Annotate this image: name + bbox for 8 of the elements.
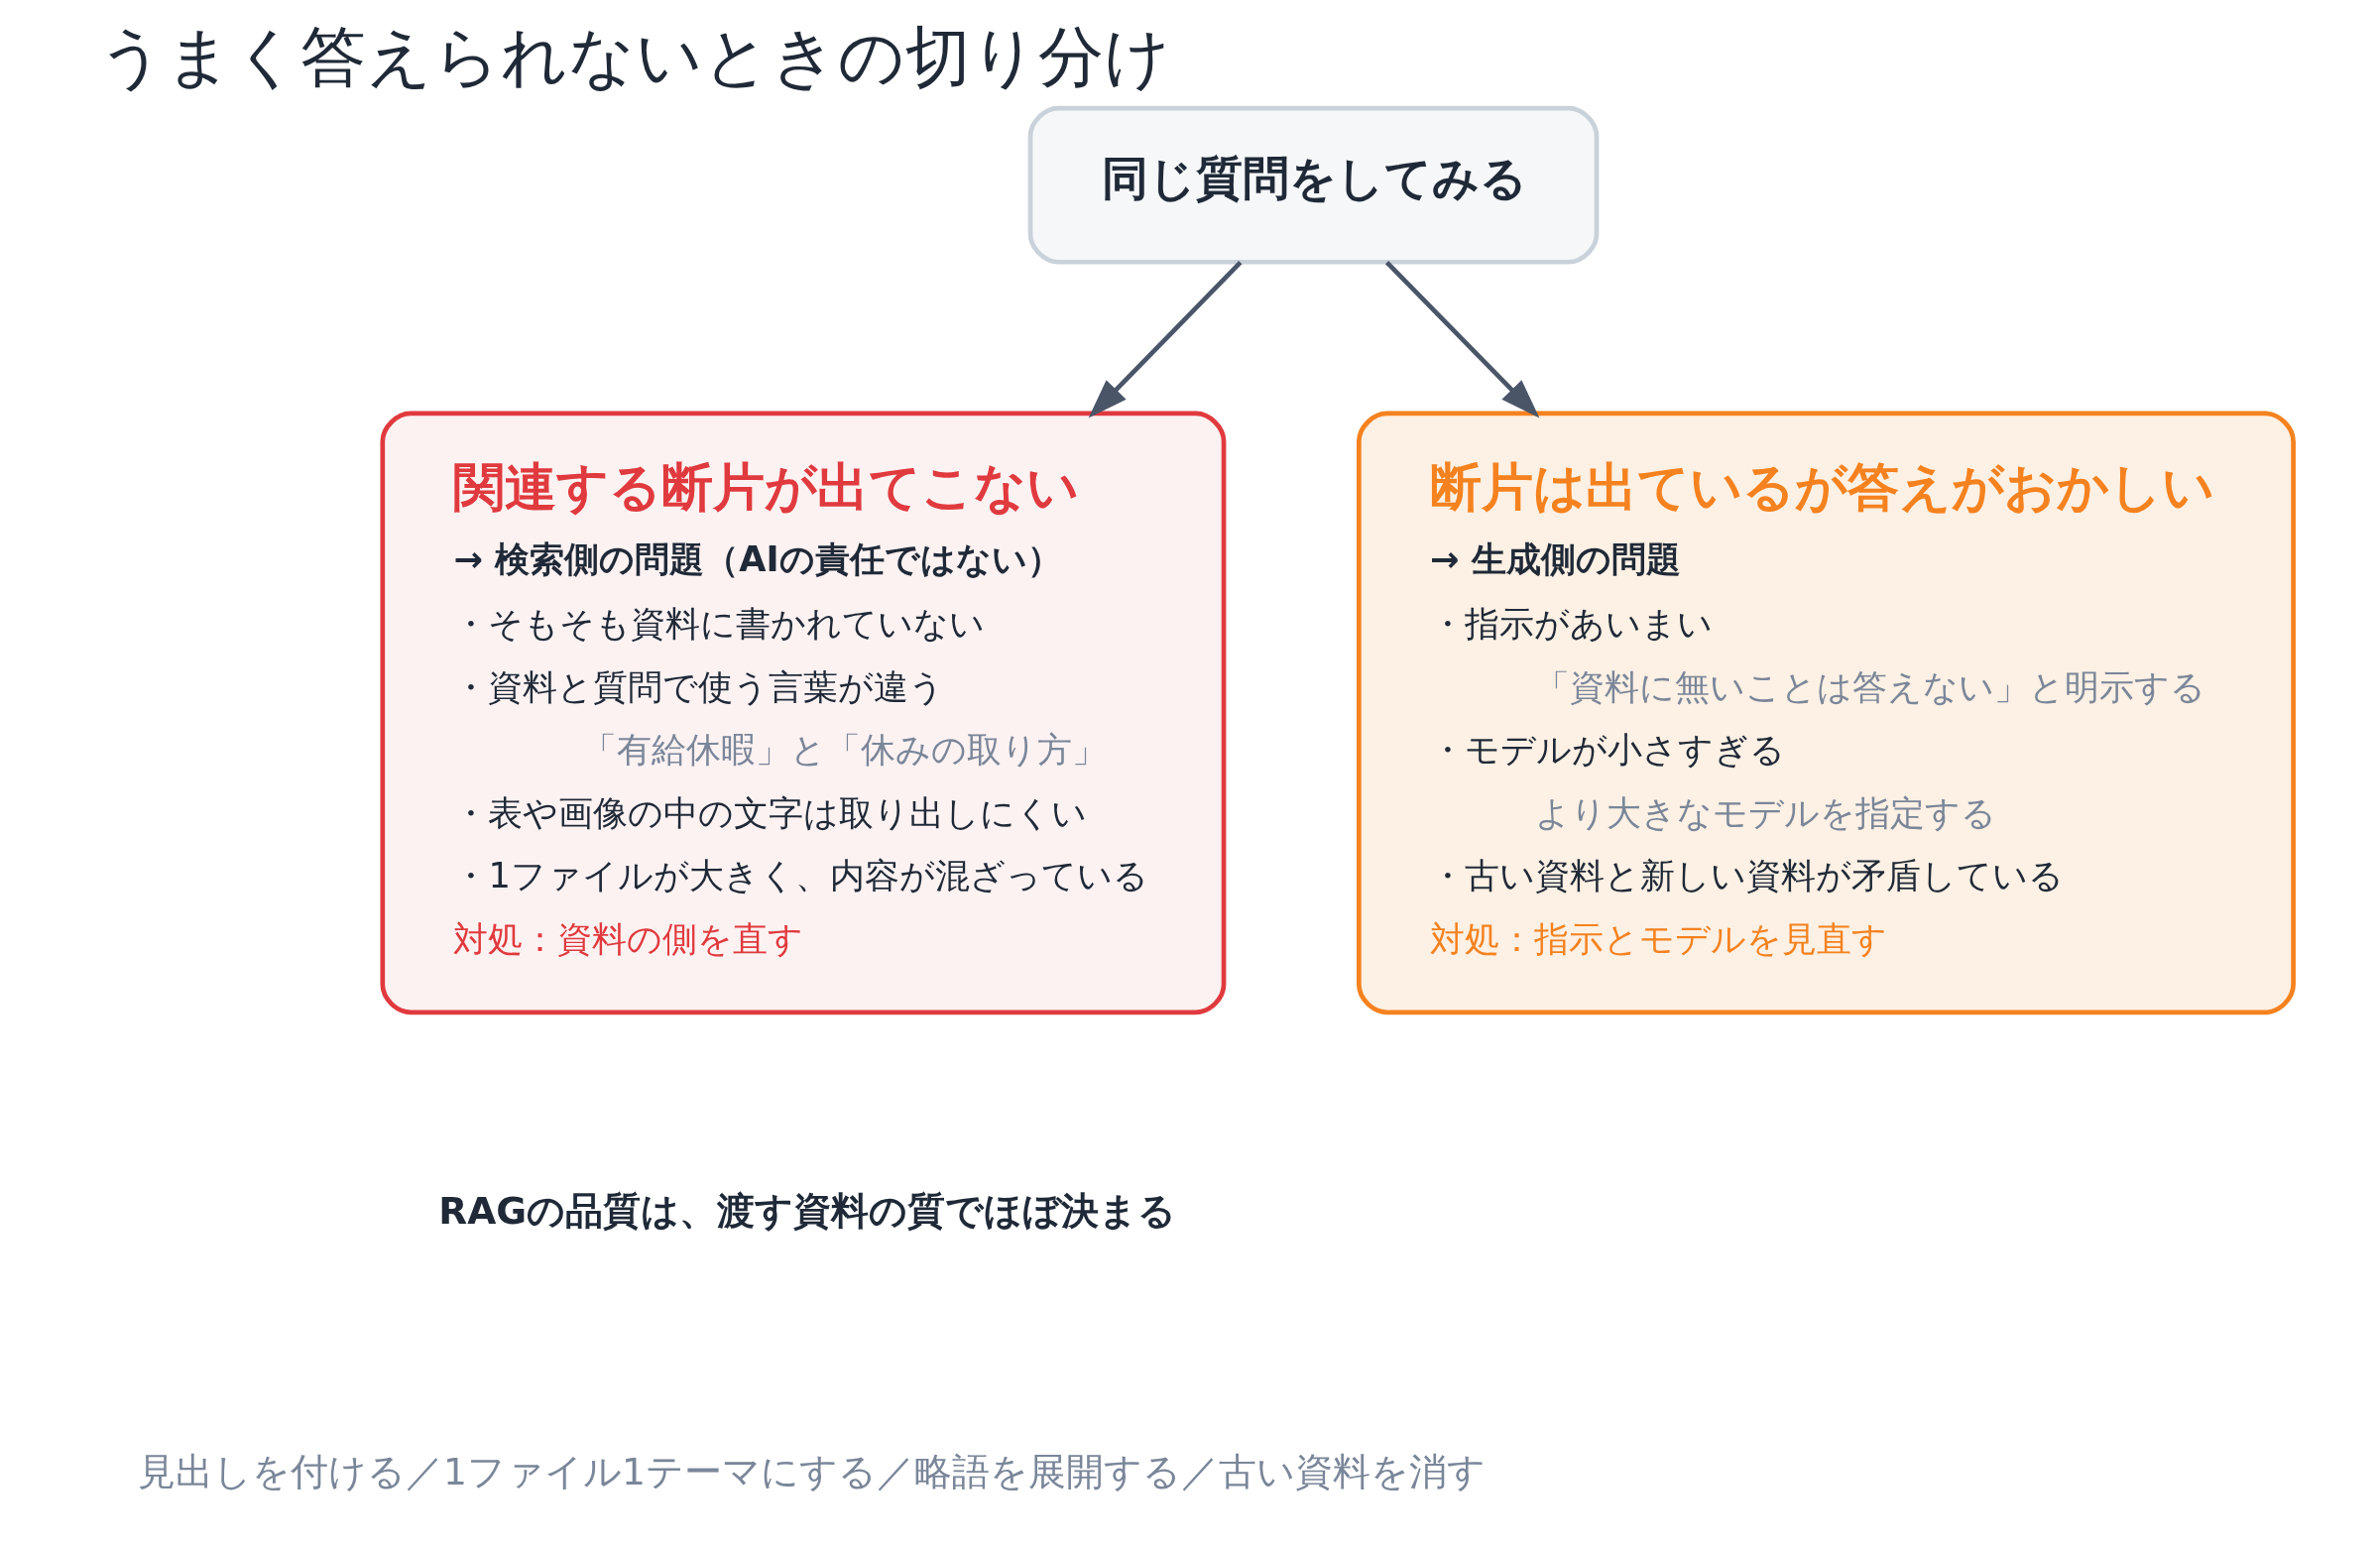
label: 見出しを付ける／1ファイル1テーマにする／略語を展開する／古い資料を消す <box>138 1450 1486 1494</box>
node-box: 関連する断片が出てこない → 検索側の問題（AIの責任ではない） ・そもそも資料に書かれていない ・資料と質問で使う言葉が違う 「有給休暇」と「休みの取り方」 ・表や画像の中の文字は取り出しにくい ・1ファイルが大きく、内容が混ざっている 対処：資料の側を直す <box>380 411 1227 1015</box>
node-box: 断片は出ているが答えがおかしい → 生成側の問題 ・指示があいまい 「資料に無いことは答えない」と明示する ・モデルが小さすぎる より大きなモデルを指定する ・古い資料と新しい資料が矛盾している 対処：指示とモデルを見直す <box>1357 411 2296 1015</box>
diagram-title: うまく答えられないときの切り分け <box>97 18 1171 95</box>
label: RAGの品質は、渡す資料の質でほぼ決まる <box>438 1189 1177 1234</box>
node-box: 同じ質問をしてみる <box>1027 105 1600 265</box>
arrow <box>1088 261 1243 418</box>
arrow <box>1384 261 1540 418</box>
